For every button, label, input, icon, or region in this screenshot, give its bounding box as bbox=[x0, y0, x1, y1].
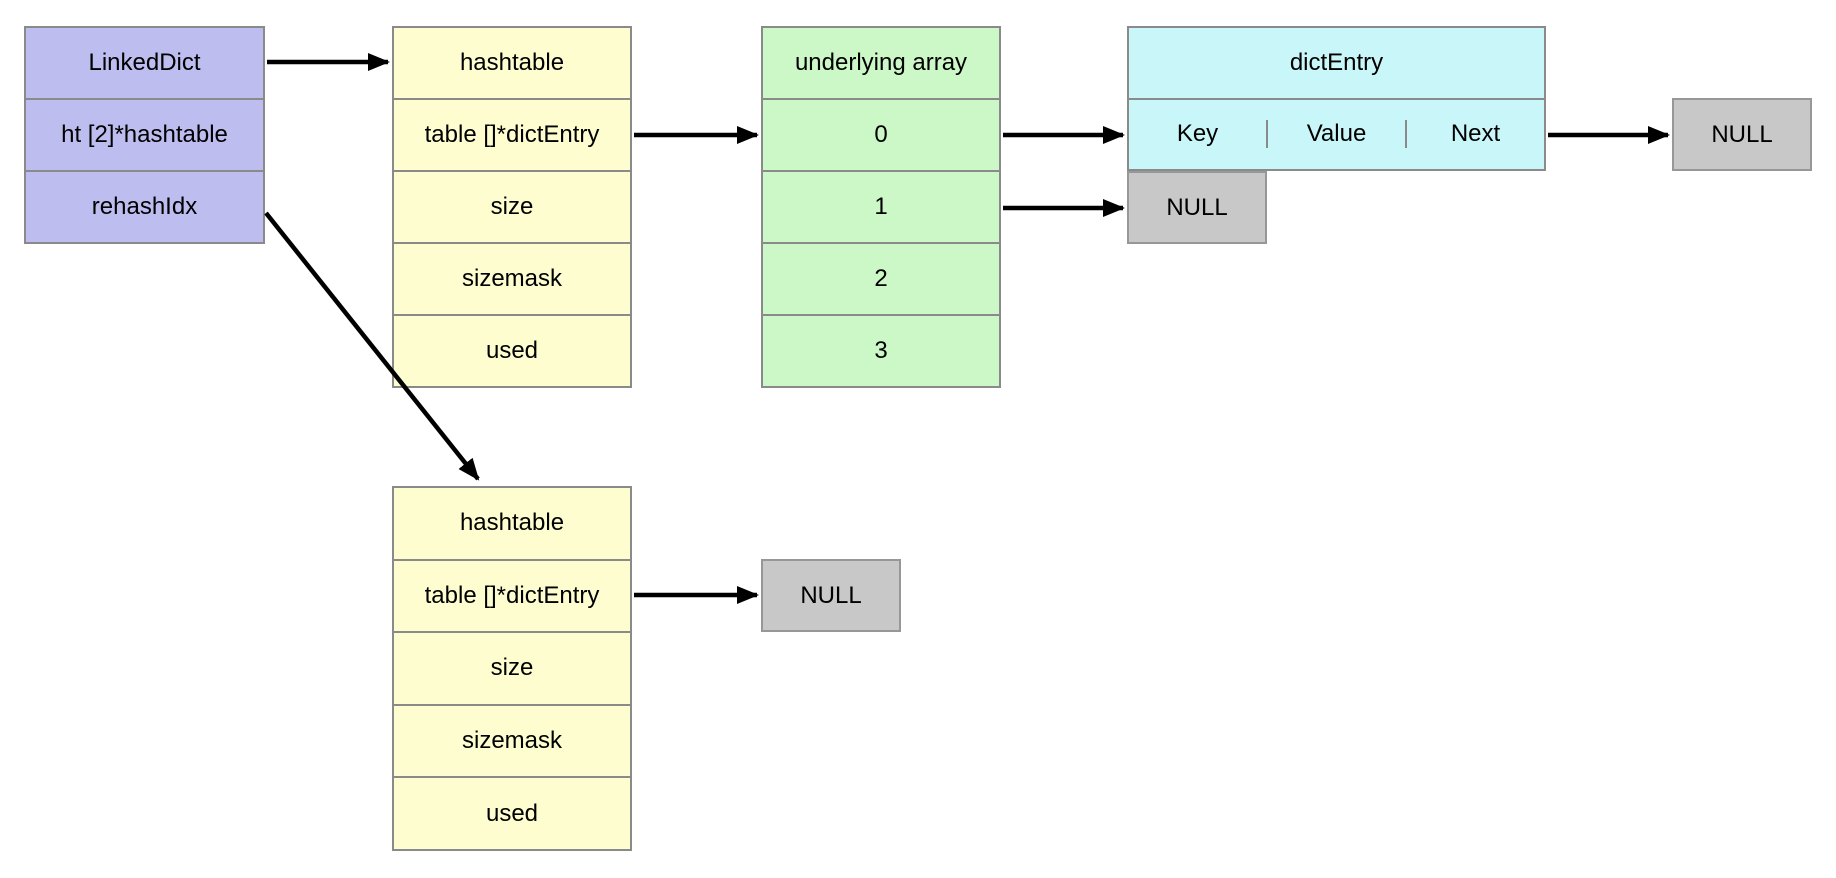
array-bucket-2: 2 bbox=[763, 242, 999, 314]
dictentry-fields: Key Value Next bbox=[1129, 97, 1544, 170]
dictentry-title: dictEntry bbox=[1289, 48, 1384, 76]
hashtable-top-title: hashtable bbox=[459, 49, 565, 76]
array-bucket-1: 1 bbox=[763, 170, 999, 242]
linkeddict-title: LinkedDict bbox=[88, 49, 201, 76]
dictentry-key-cell: Key bbox=[1176, 120, 1219, 148]
hashtable-top-field-table: table []*dictEntry bbox=[394, 98, 630, 170]
hashtable-top-field-sizemask: sizemask bbox=[394, 242, 630, 314]
null-after-next: NULL bbox=[1672, 98, 1812, 171]
linkeddict-field-ht: ht [2]*hashtable bbox=[26, 98, 263, 170]
hashtable-top-field-size: size bbox=[394, 170, 630, 242]
array-bucket-0: 0 bbox=[763, 98, 999, 170]
hashtable-bottom-field-size: size bbox=[394, 631, 630, 704]
null-table-bottom: NULL bbox=[761, 559, 901, 632]
hashtable-top-field-used: used bbox=[394, 314, 630, 386]
node-hashtable-top: hashtable table []*dictEntry size sizema… bbox=[392, 26, 632, 388]
hashtable-bottom-field-used: used bbox=[394, 776, 630, 849]
null-bucket-1: NULL bbox=[1127, 171, 1267, 244]
hashtable-bottom-field-sizemask: sizemask bbox=[394, 703, 630, 777]
dictentry-next-cell: Next bbox=[1405, 120, 1544, 149]
node-linkeddict: LinkedDict ht [2]*hashtable rehashIdx bbox=[24, 26, 265, 244]
dictentry-value-cell: Value bbox=[1266, 120, 1405, 149]
node-dictentry: dictEntry Key Value Next bbox=[1127, 26, 1546, 171]
node-hashtable-bottom: hashtable table []*dictEntry size sizema… bbox=[392, 486, 632, 851]
array-title: underlying array bbox=[794, 49, 968, 76]
hashtable-bottom-field-table: table []*dictEntry bbox=[394, 558, 630, 632]
node-underlying-array: underlying array 0 1 2 3 bbox=[761, 26, 1001, 388]
array-bucket-3: 3 bbox=[763, 314, 999, 386]
linkeddict-field-rehashidx: rehashIdx bbox=[26, 170, 263, 242]
hashtable-bottom-title: hashtable bbox=[459, 509, 565, 537]
